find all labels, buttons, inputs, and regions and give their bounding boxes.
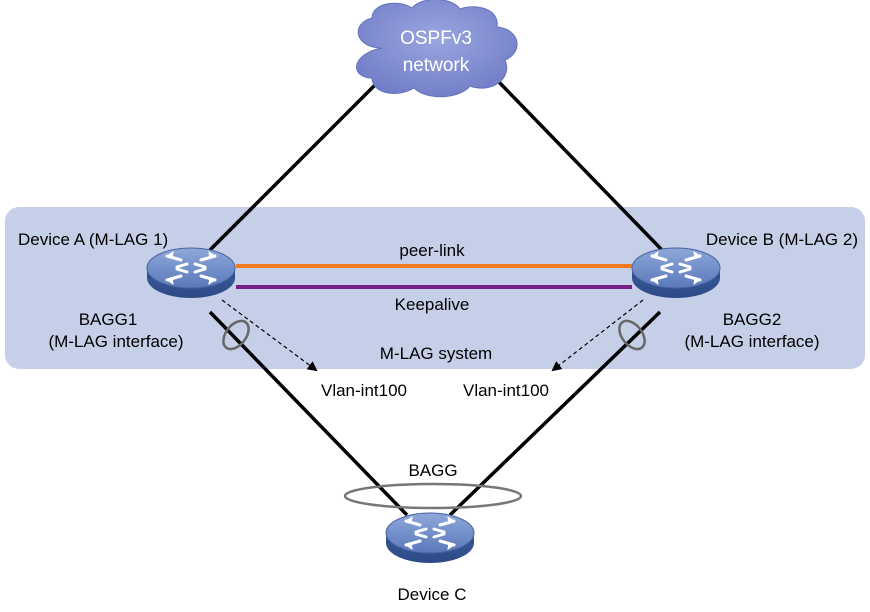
bagg-ellipse — [343, 482, 523, 510]
mlag-system-label: M-LAG system — [380, 344, 492, 363]
bagg1-ellipse — [222, 319, 250, 351]
device-c-icon[interactable] — [384, 511, 476, 565]
bagg-label: BAGG — [408, 461, 457, 480]
cloud-label-line2: network — [403, 55, 470, 76]
cloud-label-line1: OSPFv3 — [400, 28, 472, 49]
bagg1-desc: (M-LAG interface) — [48, 332, 183, 351]
downlink-device-b — [448, 310, 662, 517]
device-a-icon[interactable] — [145, 246, 237, 300]
vlan-int-device-a: Vlan-int100 — [321, 381, 407, 400]
keepalive-label: Keepalive — [395, 295, 470, 314]
uplink-device-a — [208, 78, 382, 252]
bagg2-desc: (M-LAG interface) — [684, 332, 819, 351]
vlan-arrow-device-b — [551, 299, 644, 372]
bagg1-name: BAGG1 — [79, 310, 138, 329]
device-b-icon[interactable] — [630, 246, 722, 300]
downlink-device-a — [208, 310, 409, 517]
vlan-int-device-b: Vlan-int100 — [463, 381, 549, 400]
bagg2-name: BAGG2 — [723, 310, 782, 329]
bagg2-ellipse — [618, 319, 646, 351]
device-b-label: Device B (M-LAG 2) — [706, 230, 858, 249]
ospfv3-cloud-icon — [356, 0, 518, 98]
vlan-arrow-device-a — [221, 299, 318, 372]
device-a-label: Device A (M-LAG 1) — [18, 230, 168, 249]
uplink-device-b — [495, 78, 664, 252]
peer-link-label: peer-link — [399, 241, 465, 260]
device-c-label: Device C — [398, 585, 467, 604]
